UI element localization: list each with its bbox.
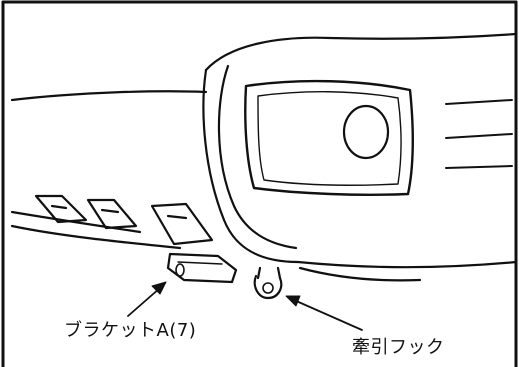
rear-lamp-panel [244, 79, 414, 196]
leader-arrow-tow-hook [285, 295, 363, 331]
tow-hook [253, 266, 283, 300]
underside-tabs [34, 194, 214, 246]
leader-arrow-bracket [127, 281, 167, 317]
label-bracket-a: ブラケットA(7) [64, 320, 197, 341]
bracket-a [166, 252, 238, 284]
motion-lines [445, 99, 513, 169]
underside-lines [10, 210, 422, 282]
label-tow-hook: 牽引フック [352, 337, 445, 358]
vehicle-body-outline [10, 32, 518, 269]
